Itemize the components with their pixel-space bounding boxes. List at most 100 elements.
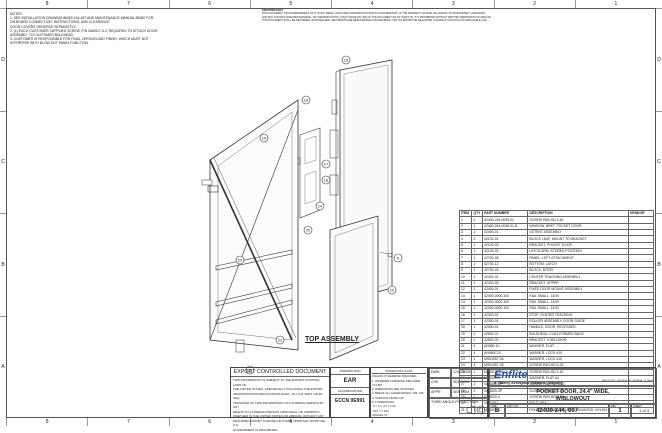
tolerance-line: ANGLES ±1° [372, 412, 389, 417]
tolerance-line: 1. INTERPRET DRAWING PER ASME Y14.5M [372, 378, 421, 387]
bom-cell [628, 305, 654, 313]
bom-cell [628, 336, 654, 345]
zone-label: 7 [87, 0, 168, 8]
bom-cell: NAS600-3P [482, 381, 529, 389]
size-label: SIZE [491, 405, 497, 408]
tolerance-block: INSPECTION CLASS UNLESS OTHERWISE SPECIF… [370, 367, 428, 418]
note-line: ASSEMBLY TO CUSTOMER BULKHEAD. [10, 33, 74, 38]
zone-label: 2 [493, 0, 575, 8]
sheet-cell: SHEET 1 of 3 [631, 404, 657, 419]
bom-cell: 18 [458, 324, 473, 332]
drawing-title: POCKET DOOR, 24.4" WIDE, W/BLOWOUT [489, 386, 657, 404]
bom-cell: AN960C10 [482, 349, 529, 357]
export-line: TRANSFER OF THIS INFORMATION TO A FOREIG… [233, 400, 324, 410]
bom-cell: 42300-0000-100 [482, 305, 529, 313]
bom-cell: 42500-02 [482, 336, 529, 345]
bom-cell [628, 393, 654, 402]
zone-label: 5 [249, 418, 331, 426]
bom-cell [628, 355, 654, 364]
dwg-label: DWG NO [507, 405, 518, 408]
approval-label: DWN [429, 368, 451, 378]
bracket-small [235, 339, 245, 353]
proprietary-line: THIS DOCUMENT, OR AN EMBODIMENT OF IT IN… [262, 12, 486, 16]
zone-ruler-left: D C B A [0, 8, 6, 418]
rail-small [215, 249, 293, 271]
zone-label: B [656, 213, 662, 316]
callout: 5 [397, 256, 400, 261]
approval-value: SEE DOM [451, 388, 489, 398]
bom-cell: 42400-01 [482, 273, 529, 281]
zone-label: 8 [6, 0, 87, 8]
zone-label: 2 [493, 418, 575, 426]
tolerance-line: 4. SURFACE FINISH 125 [372, 395, 404, 400]
bom-cell: 42300-0000-100 [482, 292, 529, 300]
bom-cell: 8 [458, 260, 473, 269]
bom-cell: 42500-01 [482, 330, 529, 338]
bom-cell: 13 [458, 292, 473, 300]
zone-ruler-bottom: 8 7 6 5 4 3 2 1 [6, 418, 656, 426]
dwg-value: 42400-244, 007 [535, 408, 579, 414]
diagonal-rail [209, 159, 293, 341]
callout: 18 [304, 98, 309, 103]
tolerance-line: UNLESS OTHERWISE SPECIFIED [372, 374, 417, 379]
bom-cell [628, 254, 654, 262]
bom-cell: 17 [458, 317, 473, 326]
bom-cell: 30 [458, 400, 473, 408]
zone-label: 7 [87, 418, 168, 426]
export-title: EXPORT CONTROLLED DOCUMENT [231, 368, 329, 377]
assembly-title: TOP ASSEMBLY [305, 336, 360, 343]
bom-cell: 14 [458, 298, 473, 307]
bom-cell: 42300-01 [482, 317, 529, 326]
zone-label: 4 [331, 0, 412, 8]
title-line: POCKET DOOR, 24.4" WIDE, [536, 389, 610, 395]
zone-label: 1 [574, 418, 656, 426]
bom-cell: 42400-00 [482, 279, 529, 288]
zone-label: 3 [412, 418, 493, 426]
zone-ruler-top: 8 7 6 5 4 3 2 1 [6, 0, 656, 8]
zone-label: A [656, 315, 662, 419]
proprietary-line: AND MAY CONTAIN PATENTED MATERIAL. ANY R… [262, 15, 492, 19]
bom-cell: AN960-10 [482, 343, 529, 351]
bom-cell: 25 [458, 368, 473, 376]
bom-cell: 9 [458, 267, 473, 275]
bom-cell: 16 [458, 311, 473, 319]
proprietary-notice: PROPRIETARY THIS DOCUMENT, OR AN EMBODIM… [262, 9, 656, 31]
proprietary-heading: PROPRIETARY [262, 9, 284, 12]
proprietary-line: THIS DOCUMENT SHALL BE RETURNED UPON REQ… [262, 18, 488, 22]
zone-label: B [0, 213, 6, 316]
note-line: 1. SEE INSTALLATION DRAWING 86060-244-45… [10, 16, 154, 21]
bom-cell: 42300-0000-100 [482, 298, 529, 307]
classification-value: ECCN 9E991 [334, 398, 365, 404]
export-line: REQUIRED EXPORT LICENSE OR OTHER APPROVA… [233, 418, 326, 428]
note-line: 2. (1) EACH CUSTOMER SUPPLIED SCREW, P/N… [10, 28, 158, 33]
handle [207, 185, 219, 193]
window-panel [329, 215, 379, 361]
drawing-number-cell: DWG NO 42400-244, 007 [505, 404, 609, 419]
zone-label: 6 [168, 418, 250, 426]
callout: 14 [318, 204, 323, 209]
title-line: W/BLOWOUT [555, 396, 591, 402]
notes-heading: NOTES: [10, 12, 23, 16]
bom-cell [628, 387, 654, 395]
bom-cell [628, 406, 654, 415]
bom-cell [628, 267, 654, 275]
title-block: Enflite A Stanley Aerospace Services Com… [488, 367, 657, 419]
bom-cell [628, 330, 654, 338]
export-line: MEANS TO A FOREIGN PERSON (INDIVIDUAL OR… [233, 409, 321, 414]
tolerance-line: .XXX = ±.010 [372, 408, 389, 413]
export-control-box: EXPORT CONTROLLED DOCUMENT THIS INFORMAT… [230, 367, 330, 432]
callout: 17 [324, 162, 329, 167]
projection-note: THIRD ANGLE PROJECTION [429, 398, 489, 419]
zone-label: 4 [331, 418, 412, 426]
third-angle-projection-icon [466, 405, 486, 415]
callout: 10 [390, 288, 395, 293]
jurisdiction-value: EAR [331, 375, 369, 388]
export-line: GOVERNMENT IS PROHIBITED. [233, 427, 279, 432]
